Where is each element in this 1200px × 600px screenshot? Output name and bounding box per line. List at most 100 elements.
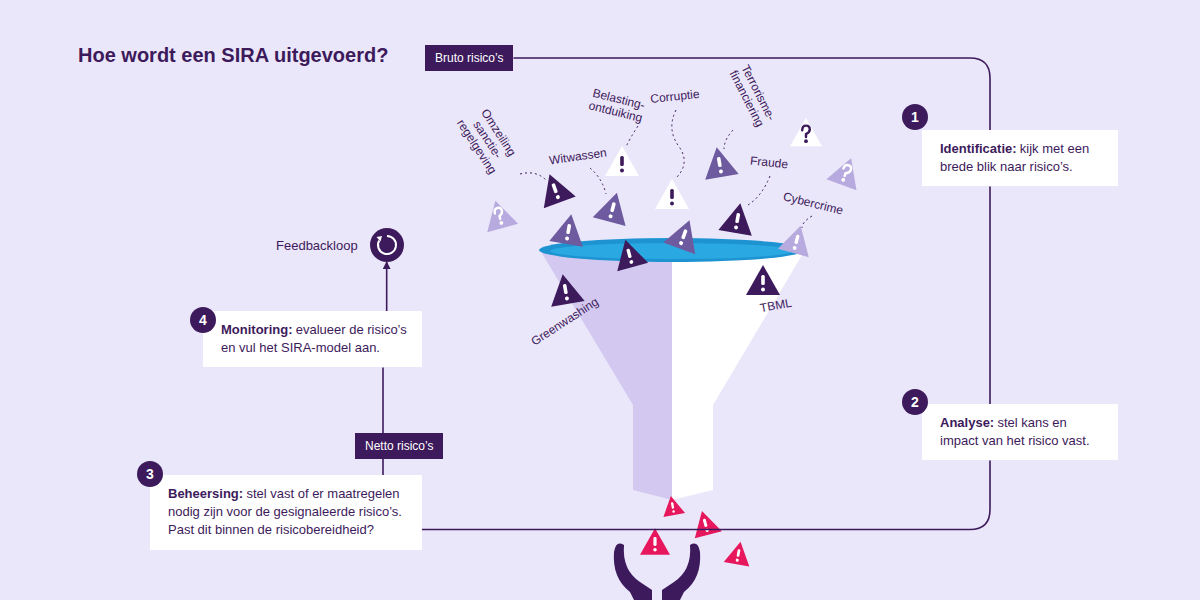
risk-triangle: [700, 144, 739, 179]
risk-triangle: [790, 118, 822, 146]
step-box: Identificatie:kijk met een brede blik na…: [922, 130, 1118, 186]
risk-label: Omzeiling sanctie- regelgeving: [448, 95, 526, 185]
triangle-shape: [826, 153, 866, 190]
triangle-shape: [549, 211, 588, 246]
risk-triangle: [718, 200, 757, 235]
risk-label: Terrorisme- financiering: [721, 53, 783, 140]
triangle-shape: [700, 144, 739, 179]
question-dot: [804, 139, 808, 143]
exclamation-mark: [566, 224, 571, 234]
label-box: Bruto risico’s: [425, 45, 513, 71]
risk-triangles: [480, 118, 866, 566]
feedback-node: Feedbackloop: [276, 228, 404, 262]
node-text: 2: [911, 394, 919, 410]
risk-triangle: [480, 197, 518, 233]
exclamation-dot: [761, 288, 765, 292]
exclamation-dot: [672, 510, 675, 513]
triangle-shape: [534, 168, 576, 208]
question-dot: [499, 221, 504, 226]
triangle-shape: [778, 222, 816, 258]
triangle-shape: [790, 118, 822, 146]
funnel: [539, 238, 805, 500]
hands: [614, 544, 700, 600]
question-mark: [494, 207, 504, 220]
exclamation-mark: [761, 275, 765, 285]
exclamation-dot: [734, 225, 739, 230]
hand-line: [628, 568, 654, 578]
risk-triangle: [546, 271, 585, 306]
risk-triangle: [663, 214, 705, 254]
exclamation-mark: [703, 518, 708, 527]
funnel-left: [540, 250, 672, 500]
leader-line: [748, 176, 770, 205]
risk-label: Corruptie: [650, 88, 700, 106]
triangle-shape: [655, 179, 689, 209]
exclamation-mark: [670, 189, 674, 199]
triangle-shape: [546, 271, 585, 306]
leader-line: [724, 130, 733, 149]
callout-number: 2: [902, 389, 928, 415]
hand-line: [660, 568, 686, 578]
leader-line: [590, 168, 606, 194]
exclamation-dot: [719, 169, 724, 174]
risk-triangle: [746, 265, 780, 295]
triangle-shape: [610, 236, 648, 272]
exclamation-dot: [620, 169, 624, 173]
exclamation-mark: [551, 183, 558, 194]
exclamation-mark: [737, 549, 741, 557]
node-text: 4: [199, 312, 207, 328]
triangle-shape: [593, 188, 634, 226]
connector: [382, 459, 384, 475]
question-mark: [841, 164, 852, 177]
connector: [989, 186, 991, 404]
connector: [422, 460, 990, 529]
node-text: 3: [146, 466, 154, 482]
triangle-shape: [724, 539, 754, 566]
step-heading: Analyse:: [940, 415, 994, 430]
callout-number: 1: [902, 104, 928, 130]
exclamation-mark: [794, 234, 800, 244]
diagram-title: Hoe wordt een SIRA uitgevoerd?: [78, 44, 388, 67]
triangle-shape: [718, 200, 757, 235]
exclamation-mark: [681, 229, 688, 240]
callout-number: 4: [190, 307, 216, 333]
loop-arrowhead: [376, 236, 382, 242]
risk-triangle: [610, 236, 648, 272]
step-box: Monitoring:evalueer de risico’s en vul h…: [203, 311, 422, 367]
label-box: Netto risico’s: [355, 433, 443, 459]
exclamation-dot: [653, 548, 657, 552]
step-heading: Beheersing:: [168, 486, 243, 501]
node-text: Netto risico’s: [365, 439, 433, 453]
triangle-shape: [480, 197, 518, 233]
triangle-shape: [660, 494, 685, 517]
exclamation-mark: [610, 202, 616, 213]
risk-triangle: [640, 528, 670, 554]
exclamation-dot: [629, 260, 634, 265]
risk-triangle: [688, 507, 721, 538]
exclamation-dot: [608, 214, 613, 219]
leader-line: [802, 216, 812, 228]
node-text: Bruto risico’s: [435, 51, 503, 65]
risk-label: Greenwashing: [529, 295, 601, 348]
exclamation-dot: [735, 558, 739, 562]
exclamation-dot: [555, 195, 560, 200]
risk-triangle: [778, 222, 816, 258]
exclamation-dot: [670, 202, 674, 206]
risk-triangle: [826, 153, 866, 190]
leader-line: [520, 173, 546, 180]
triangle-shape: [688, 507, 721, 538]
risk-triangle: [660, 494, 685, 517]
icon-circle: [370, 228, 404, 262]
leader-line: [672, 110, 684, 178]
exclamation-dot: [565, 296, 570, 301]
step-heading: Monitoring:: [221, 322, 292, 337]
risk-triangle: [593, 188, 634, 226]
step-heading: Identificatie:: [940, 141, 1017, 156]
exclamation-mark: [620, 156, 624, 166]
callout-number: 3: [137, 461, 163, 487]
step-box: Analyse:stel kans en impact van het risi…: [922, 404, 1118, 460]
risk-triangle: [605, 146, 639, 176]
exclamation-mark: [671, 502, 674, 509]
leader-line: [626, 126, 638, 147]
